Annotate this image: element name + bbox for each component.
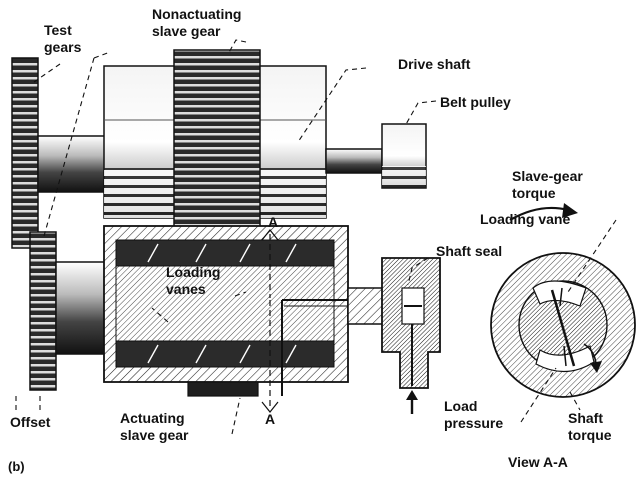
drive-shaft-body xyxy=(325,148,383,174)
label-loading-vanes: Loading vanes xyxy=(166,264,220,298)
label-offset: Offset xyxy=(10,414,51,430)
nonactuating-slave-gear-body xyxy=(173,49,261,249)
label-load-pressure: Load pressure xyxy=(444,398,503,432)
label-load-pressure-line2: pressure xyxy=(444,415,504,431)
load-pressure-arrow xyxy=(406,390,418,400)
upper-gear-shaft xyxy=(37,135,107,193)
label-test-gears-line2: gears xyxy=(44,39,82,55)
label-loading-vanes-line1: Loading xyxy=(166,264,221,280)
label-section-a-top: A xyxy=(268,214,279,230)
view-a-a-vane-chamber-top xyxy=(532,280,587,307)
label-shaft-torque-line1: Shaft xyxy=(568,410,603,426)
label-shaft-torque: Shaft torque xyxy=(568,410,612,444)
label-section-a-bottom: A xyxy=(265,411,276,427)
lower-test-gear xyxy=(29,231,57,391)
label-panel-b: (b) xyxy=(8,459,25,474)
label-slave-gear-torque-line2: torque xyxy=(512,185,556,201)
label-loading-vanes-line2: vanes xyxy=(166,281,206,297)
shaft-torque-arrow xyxy=(590,361,602,373)
upper-test-gear xyxy=(11,57,39,249)
label-actuating-slave-gear: Actuating slave gear xyxy=(120,410,189,444)
label-nonactuating-slave-gear: Nonactuating slave gear xyxy=(152,6,241,40)
label-test-gears-line1: Test xyxy=(44,22,72,38)
label-slave-gear-torque: Slave-gear torque xyxy=(512,168,583,202)
actuating-slave-gear-body xyxy=(187,381,259,397)
label-test-gears: Test gears xyxy=(44,22,81,56)
label-shaft-torque-line2: torque xyxy=(568,427,612,443)
label-actuating-line2: slave gear xyxy=(120,427,189,443)
lower-input-shaft xyxy=(55,261,107,355)
label-nonactuating-line1: Nonactuating xyxy=(152,6,242,22)
section-line-a-a xyxy=(261,229,279,413)
label-shaft-seal: Shaft seal xyxy=(436,243,503,259)
leader-lines xyxy=(15,39,617,435)
label-drive-shaft: Drive shaft xyxy=(398,56,471,72)
label-actuating-line1: Actuating xyxy=(120,410,185,426)
label-loading-vane: Loading vane xyxy=(480,211,571,227)
label-slave-gear-torque-line1: Slave-gear xyxy=(512,168,583,184)
label-view-a-a: View A-A xyxy=(508,454,568,470)
slave-gear-torque-arrow xyxy=(562,203,578,218)
label-load-pressure-line1: Load xyxy=(444,398,478,414)
label-nonactuating-line2: slave gear xyxy=(152,23,221,39)
label-belt-pulley: Belt pulley xyxy=(440,94,511,110)
